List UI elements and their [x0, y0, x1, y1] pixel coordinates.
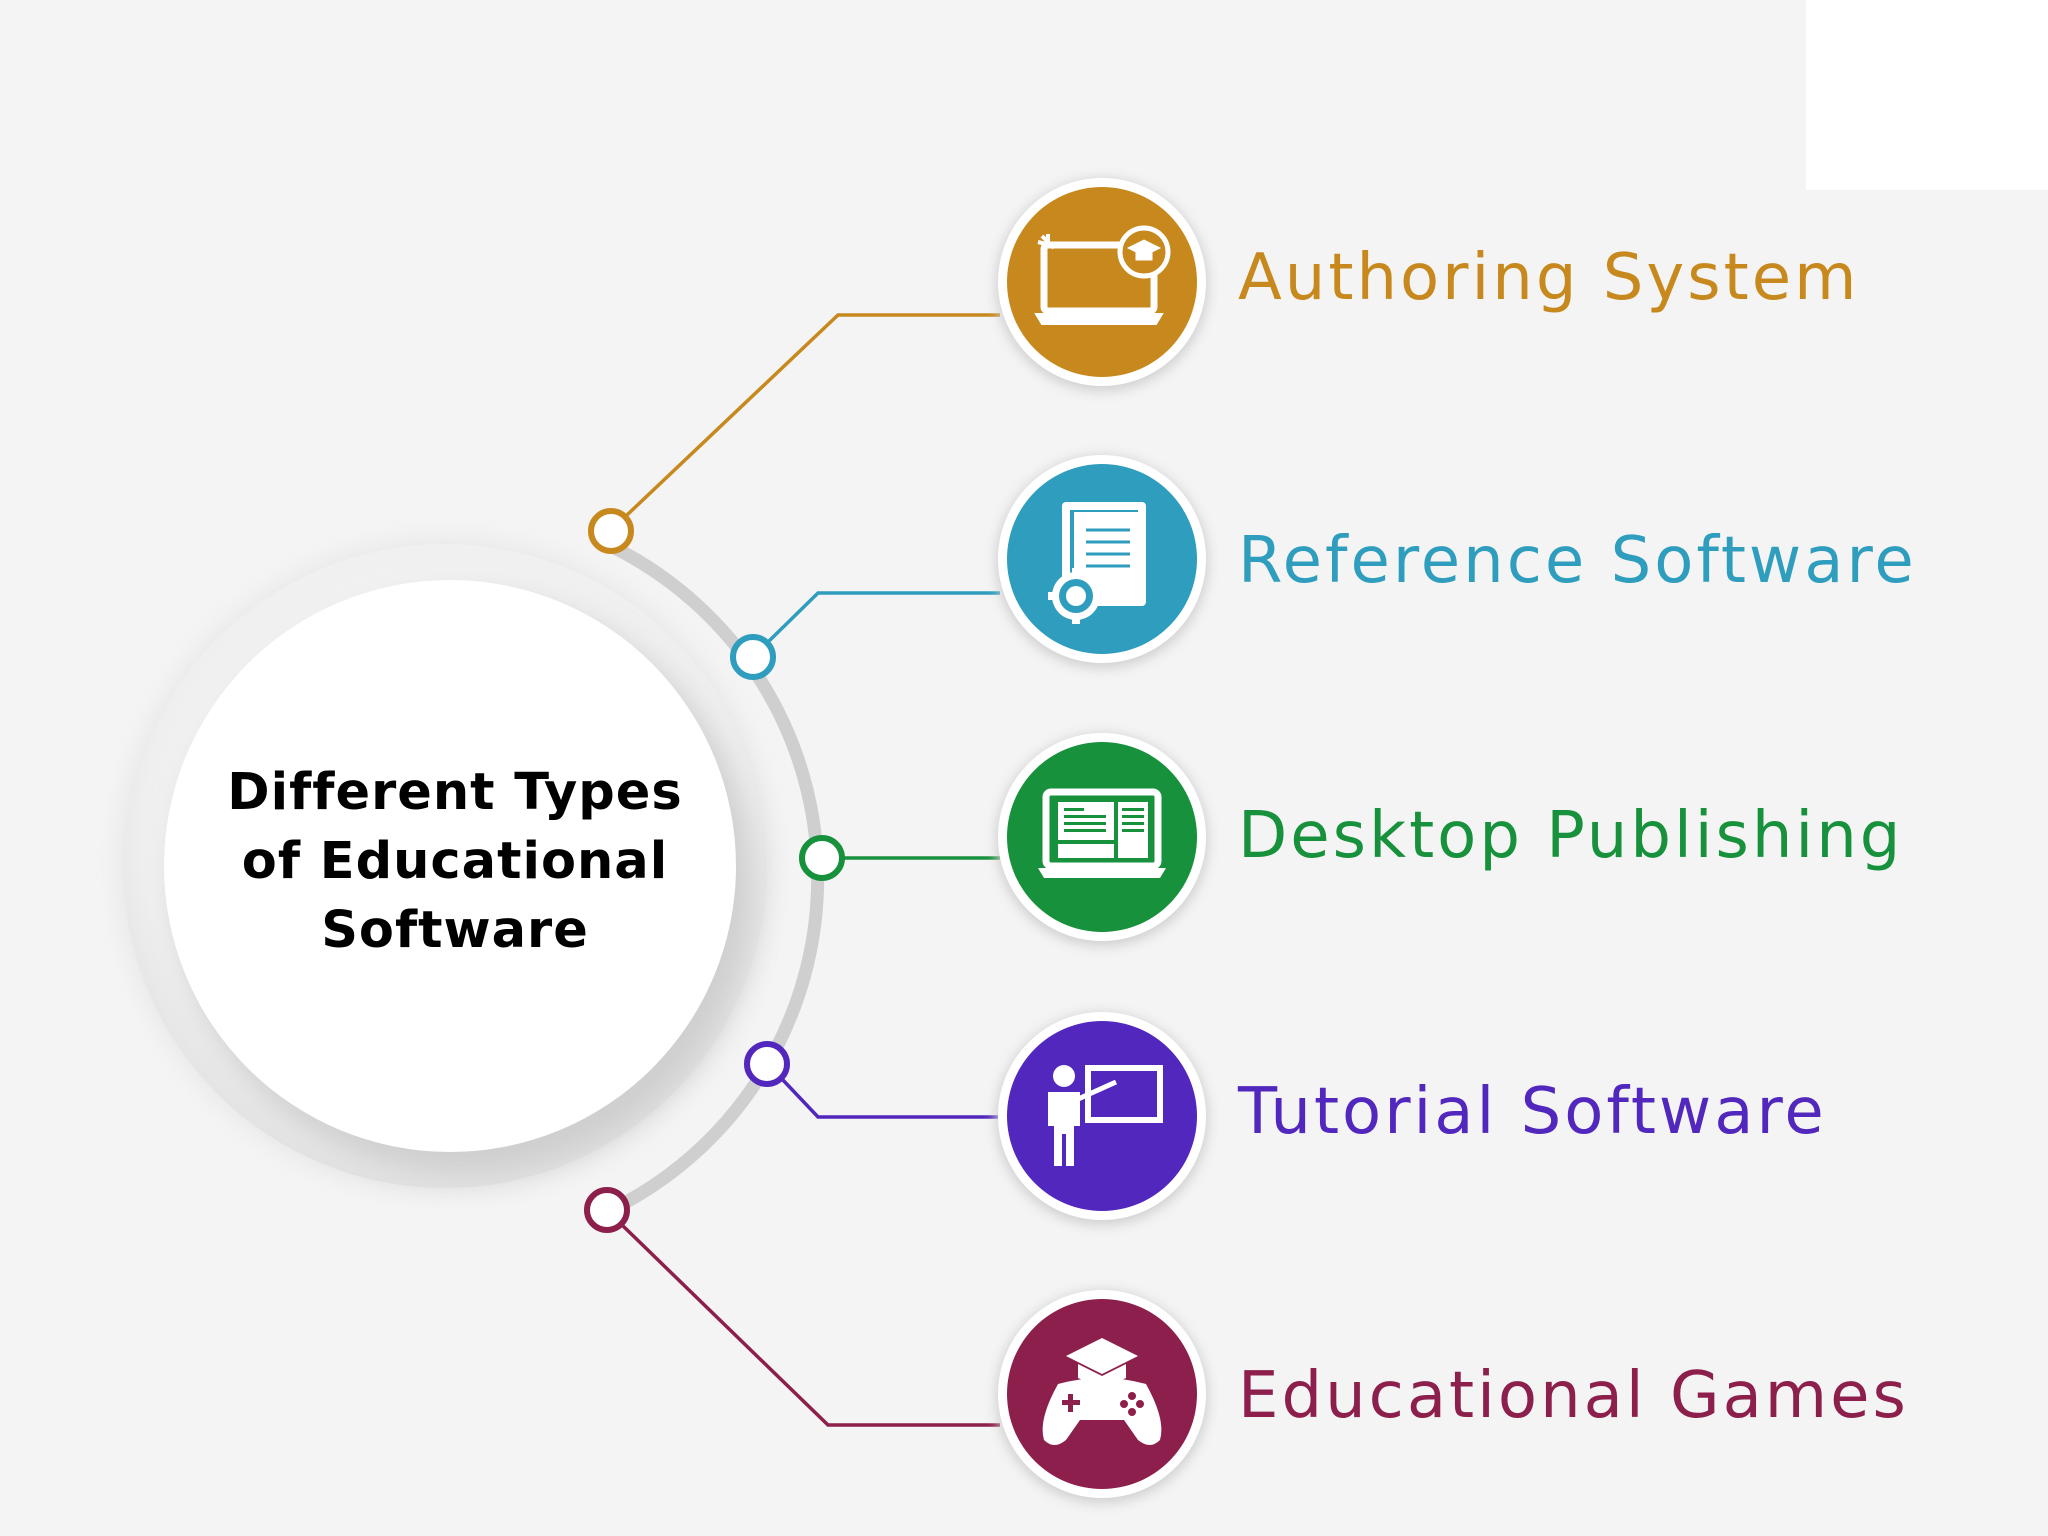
- connector-desktop-publishing: [799, 835, 1000, 881]
- label-tutorial-software: Tutorial Software: [1238, 1075, 1827, 1149]
- node-educational-games: [996, 1290, 1208, 1503]
- node-tutorial-software: [996, 1012, 1208, 1225]
- center-title-line-2: of Educational: [241, 832, 669, 891]
- node-authoring-system: [996, 178, 1208, 391]
- node-desktop-publishing: [996, 733, 1208, 946]
- connector-reference-software: [730, 591, 1000, 680]
- label-educational-games: Educational Games: [1238, 1359, 1909, 1433]
- center-circle: [122, 543, 768, 1189]
- label-reference-software: Reference Software: [1238, 524, 1917, 598]
- teacher-board-icon: [1048, 1065, 1163, 1166]
- connector-educational-games: [584, 1187, 1000, 1427]
- gamepad-graduation-icon: [1042, 1338, 1162, 1445]
- center-title-line-1: Different Types: [227, 763, 683, 822]
- center-title-line-3: Software: [321, 901, 589, 960]
- connector-tutorial-software: [744, 1041, 1000, 1119]
- center-title: Different Types of Educational Software: [185, 758, 725, 965]
- corner-patch: [1806, 0, 2048, 190]
- label-authoring-system: Authoring System: [1238, 241, 1860, 315]
- laptop-document-icon: [1038, 788, 1166, 878]
- laptop-graduation-icon: [1034, 225, 1171, 325]
- node-reference-software: [996, 455, 1208, 668]
- book-gear-icon: [1048, 502, 1146, 624]
- label-desktop-publishing: Desktop Publishing: [1238, 799, 1904, 873]
- connector-authoring-system: [588, 313, 1000, 554]
